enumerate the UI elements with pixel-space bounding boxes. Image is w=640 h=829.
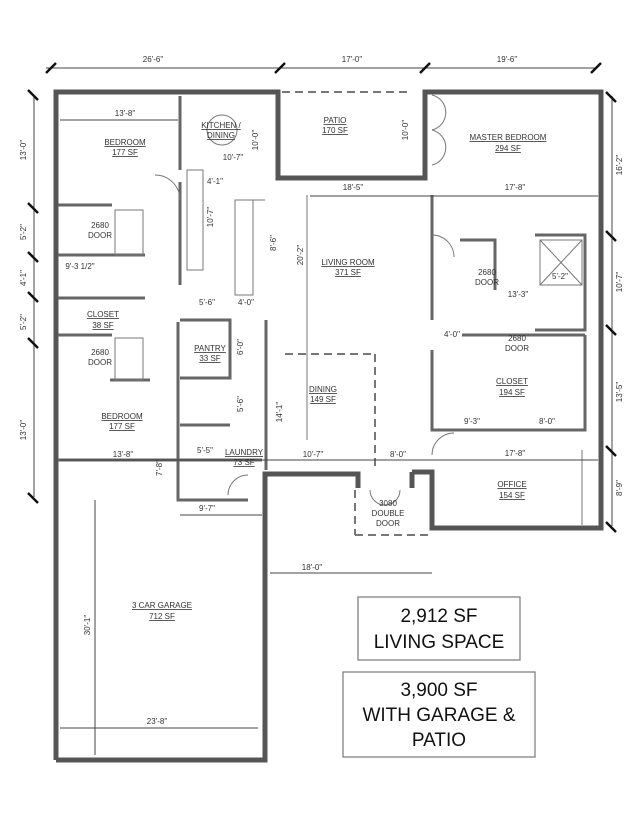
dim-dining-w: 10'-7"	[303, 450, 324, 459]
dim-mcloset-w1: 9'-3"	[464, 417, 480, 426]
dim-laundry-total: 9'-7"	[199, 504, 215, 513]
dim-bath1-w: 9'-3 1/2"	[65, 262, 94, 271]
room-garage-area: 712 SF	[149, 612, 175, 621]
room-dining-area: 149 SF	[310, 395, 336, 404]
dim-pantry-w: 5'-6"	[199, 298, 215, 307]
living-sf: 2,912 SF	[400, 606, 477, 627]
dim-kitchen-w: 10'-7"	[223, 153, 244, 162]
dim-left-1: 13'-0"	[19, 140, 28, 161]
room-closet1-name: CLOSET	[87, 310, 119, 319]
front-door-label: 3080	[379, 499, 397, 508]
dim-right-3: 13'-5"	[615, 382, 624, 403]
dim-top-2: 17'-0"	[342, 55, 363, 64]
room-labels: BEDROOM 177 SF KITCHEN / DINING PATIO 17…	[87, 116, 547, 621]
dim-right-2: 10'-7"	[615, 272, 624, 293]
room-master-name: MASTER BEDROOM	[470, 133, 547, 142]
room-pantry-area: 33 SF	[199, 354, 220, 363]
room-pantry-name: PANTRY	[194, 344, 226, 353]
dim-patio-h: 10'-0"	[401, 120, 410, 141]
room-dining-name: DINING	[309, 385, 337, 394]
room-garage-name: 3 CAR GARAGE	[132, 601, 192, 610]
dim-right-1: 16'-2"	[615, 155, 624, 176]
room-closet1-area: 38 SF	[92, 321, 113, 330]
dim-living-h: 20'-2"	[296, 245, 305, 266]
dim-garage-w: 23'-8"	[147, 717, 168, 726]
room-office-name: OFFICE	[497, 480, 526, 489]
dim-left-4: 5'-2"	[19, 314, 28, 330]
total-sf: 3,900 SF	[400, 680, 477, 701]
dim-right-4: 8'-9"	[615, 480, 624, 496]
dim-left-5: 13'-0"	[19, 420, 28, 441]
room-living-area: 371 SF	[335, 268, 361, 277]
dim-mbath-w2: 13'-3"	[508, 290, 529, 299]
door-label: DOOR	[505, 344, 529, 353]
interior-dimension-labels: 13'-8" 10'-0" 10'-7" 10'-0" 18'-5" 17'-8…	[65, 109, 568, 726]
dim-laundry-w: 5'-5"	[197, 446, 213, 455]
room-master-area: 294 SF	[495, 144, 521, 153]
total-space-box: 3,900 SF WITH GARAGE & PATIO	[342, 671, 536, 758]
exterior-walls	[53, 89, 604, 763]
room-bedroom2-area: 177 SF	[109, 422, 135, 431]
front-door-label: DOOR	[376, 519, 400, 528]
room-bedroom1-area: 177 SF	[112, 148, 138, 157]
living-label: LIVING SPACE	[374, 632, 505, 653]
room-office-area: 154 SF	[499, 491, 525, 500]
dim-island-h: 8'-6"	[269, 235, 278, 251]
interior-walls	[58, 94, 587, 525]
dim-bath3-h: 5'-6"	[236, 396, 245, 412]
dim-master-w: 17'-8"	[505, 183, 526, 192]
dim-kitchen-v: 10'-7"	[206, 207, 215, 228]
dim-hall-w: 4'-1"	[207, 177, 223, 186]
total-label-2: PATIO	[412, 730, 466, 751]
dim-top-3: 19'-6"	[497, 55, 518, 64]
living-space-box: 2,912 SF LIVING SPACE	[357, 596, 521, 661]
door-label: 2680	[91, 348, 109, 357]
dim-dining-h: 14'-1"	[275, 402, 284, 423]
room-bedroom2-name: BEDROOM	[101, 412, 143, 421]
right-dimensions: 16'-2" 10'-7" 13'-5" 8'-9"	[605, 91, 624, 533]
room-living-name: LIVING ROOM	[321, 258, 375, 267]
room-patio-name: PATIO	[324, 116, 347, 125]
room-kitchen-name2: DINING	[207, 131, 235, 140]
dim-entry-w: 8'-0"	[390, 450, 406, 459]
dim-kitchen-h: 10'-0"	[251, 130, 260, 151]
top-dimensions: 26'-6" 17'-0" 19'-6"	[45, 55, 602, 74]
door-label: DOOR	[475, 278, 499, 287]
dim-living-w: 18'-5"	[343, 183, 364, 192]
room-mcloset-area: 194 SF	[499, 388, 525, 397]
dim-front-w: 18'-0"	[302, 563, 323, 572]
dim-left-3: 4'-1"	[19, 270, 28, 286]
door-label: DOOR	[88, 231, 112, 240]
dim-bed1-width: 13'-8"	[115, 109, 136, 118]
dim-top-1: 26'-6"	[143, 55, 164, 64]
door-labels: 2680 DOOR 2680 DOOR 2680 DOOR 2680 DOOR …	[88, 221, 529, 528]
front-door-label: DOUBLE	[372, 509, 405, 518]
dim-mbath-w1: 5'-2"	[552, 272, 568, 281]
dim-left-2: 5'-2"	[19, 224, 28, 240]
left-dimensions: 13'-0" 5'-2" 4'-1" 5'-2" 13'-0"	[19, 89, 39, 504]
dim-mcloset-w2: 8'-0"	[539, 417, 555, 426]
door-label: 2680	[478, 268, 496, 277]
door-label: 2680	[508, 334, 526, 343]
dim-pantry-h: 6'-0"	[236, 339, 245, 355]
dim-bed2-width: 13'-8"	[113, 450, 134, 459]
interior-dimension-lines	[60, 119, 598, 755]
door-label: 2680	[91, 221, 109, 230]
dim-garage-h: 30'-1"	[83, 615, 92, 636]
room-laundry-name: LAUNDRY	[225, 448, 264, 457]
room-mcloset-name: CLOSET	[496, 377, 528, 386]
room-patio-area: 170 SF	[322, 126, 348, 135]
total-label-1: WITH GARAGE &	[362, 705, 515, 726]
room-bedroom1-name: BEDROOM	[104, 138, 146, 147]
room-laundry-area: 73 SF	[233, 458, 254, 467]
dim-office-w: 17'-8"	[505, 449, 526, 458]
door-label: DOOR	[88, 358, 112, 367]
room-kitchen-name: KITCHEN /	[201, 121, 241, 130]
dim-hall-h: 7'-8"	[155, 460, 164, 476]
dim-mhall-w: 4'-0"	[444, 330, 460, 339]
dim-pantry-w2: 4'-0"	[238, 298, 254, 307]
